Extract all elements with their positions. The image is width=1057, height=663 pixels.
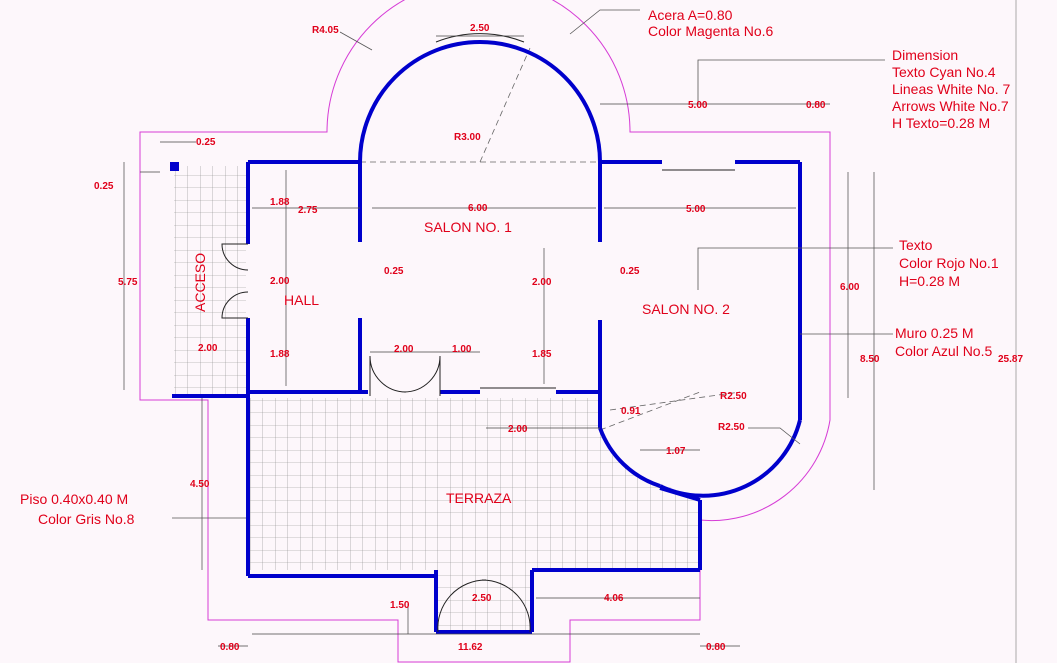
sidewalk-outline — [139, 0, 831, 663]
dim-salon1-600: 6.00 — [468, 203, 488, 214]
note-dimension: Dimension Texto Cyan No.4 Lineas White N… — [892, 47, 1010, 131]
svg-text:H Texto=0.28 M: H Texto=0.28 M — [892, 115, 990, 131]
doors-windows — [221, 33, 735, 633]
dim-bot-080-right: 0.80 — [706, 642, 726, 653]
dim-left-025-side: 0.25 — [94, 181, 114, 192]
dim-bot-150: 1.50 — [390, 600, 410, 611]
dim-gap-025-left: 0.25 — [384, 266, 404, 277]
svg-text:Piso 0.40x0.40 M: Piso 0.40x0.40 M — [20, 491, 128, 507]
note-texto: Texto Color Rojo No.1 H=0.28 M — [899, 237, 999, 289]
dim-r250-b: R2.50 — [718, 422, 745, 433]
dim-top-500: 5.00 — [688, 100, 708, 111]
svg-text:Arrows White No.7: Arrows White No.7 — [892, 98, 1009, 114]
dim-bot-080-left: 0.80 — [220, 642, 240, 653]
dim-door-200: 2.00 — [394, 344, 414, 355]
dim-left-575: 5.75 — [118, 277, 138, 288]
dim-hall-188-top: 1.88 — [270, 197, 290, 208]
dim-salon2-500: 5.00 — [686, 204, 706, 215]
dim-bot-1162: 11.62 — [458, 642, 483, 653]
leader-lines — [172, 9, 893, 519]
dim-right-600: 6.00 — [840, 282, 860, 293]
svg-text:Muro 0.25 M: Muro 0.25 M — [895, 325, 974, 341]
dim-top-250: 2.50 — [470, 23, 490, 34]
svg-text:Acera A=0.80: Acera A=0.80 — [648, 7, 733, 23]
svg-text:Texto: Texto — [899, 237, 933, 253]
svg-text:Color Gris No.8: Color Gris No.8 — [38, 511, 135, 527]
dim-hall-200: 2.00 — [270, 276, 290, 287]
dim-terr-200: 2.00 — [508, 424, 528, 435]
room-label-hall: HALL — [284, 292, 319, 308]
dim-hall-275: 2.75 — [298, 205, 318, 216]
svg-text:Texto Cyan No.4: Texto Cyan No.4 — [892, 64, 996, 80]
note-piso: Piso 0.40x0.40 M Color Gris No.8 — [20, 491, 135, 527]
dim-door-100: 1.00 — [452, 344, 472, 355]
dim-gap-025-right: 0.25 — [620, 266, 640, 277]
svg-text:Color Azul No.5: Color Azul No.5 — [895, 343, 992, 359]
dim-mid-200: 2.00 — [532, 277, 552, 288]
svg-text:H=0.28 M: H=0.28 M — [899, 273, 960, 289]
svg-text:Lineas White No. 7: Lineas White No. 7 — [892, 81, 1010, 97]
room-label-salon-1: SALON NO. 1 — [424, 219, 512, 235]
dim-mid-185: 1.85 — [532, 349, 552, 360]
walls — [170, 40, 802, 634]
svg-text:Color Rojo No.1: Color Rojo No.1 — [899, 255, 999, 271]
note-acera: Acera A=0.80 Color Magenta No.6 — [648, 7, 774, 39]
dim-bot-250: 2.50 — [472, 593, 492, 604]
room-label-acceso: ACCESO — [192, 253, 208, 312]
dim-hall-188-bot: 1.88 — [270, 349, 290, 360]
svg-text:Color Magenta No.6: Color Magenta No.6 — [648, 23, 774, 39]
dim-top-080: 0.80 — [806, 100, 826, 111]
dim-r250-a: R2.50 — [720, 391, 747, 402]
dimension-labels: R4.05 2.50 R3.00 5.00 0.80 0.25 0.25 5.7… — [94, 23, 1023, 653]
note-muro: Muro 0.25 M Color Azul No.5 — [895, 325, 992, 359]
dim-bot-406: 4.06 — [604, 593, 624, 604]
construction-lines — [360, 47, 741, 431]
dim-right-2587: 25.87 — [998, 354, 1023, 365]
dim-r300: R3.00 — [454, 132, 481, 143]
dim-107: 1.07 — [666, 446, 686, 457]
dim-left-450: 4.50 — [190, 479, 210, 490]
floor-tiles — [174, 166, 700, 630]
dim-left-025-top: 0.25 — [196, 137, 216, 148]
dim-acceso-200: 2.00 — [198, 343, 218, 354]
dim-right-850: 8.50 — [860, 354, 880, 365]
room-label-salon-2: SALON NO. 2 — [642, 301, 730, 317]
dimension-lines — [123, 35, 875, 647]
dim-r405: R4.05 — [312, 25, 339, 36]
dim-091: 0.91 — [621, 406, 641, 417]
svg-text:Dimension: Dimension — [892, 47, 958, 63]
room-label-terraza: TERRAZA — [446, 490, 512, 506]
